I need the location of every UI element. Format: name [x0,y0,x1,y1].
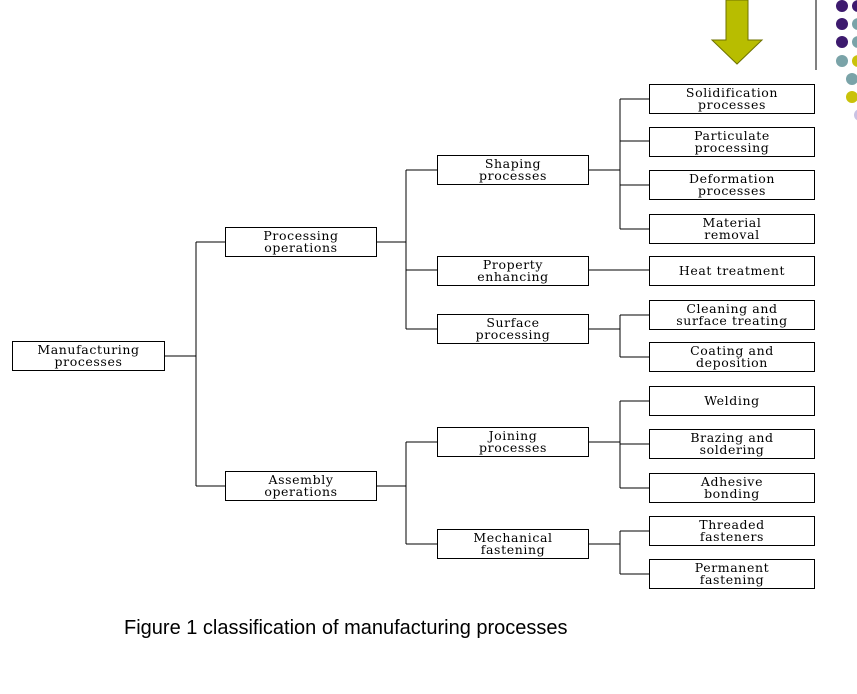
node-adhesive-bonding: Adhesive bonding [649,473,815,503]
node-permanent-fastening: Permanent fastening [649,559,815,589]
node-joining-processes: Joining processes [437,427,589,457]
node-threaded-fasteners: Threaded fasteners [649,516,815,546]
node-coating-deposition: Coating and deposition [649,342,815,372]
node-assembly-operations: Assembly operations [225,471,377,501]
node-brazing-soldering: Brazing and soldering [649,429,815,459]
node-surface-processing: Surface processing [437,314,589,344]
node-welding: Welding [649,386,815,416]
node-shaping-processes: Shaping processes [437,155,589,185]
node-heat-treatment: Heat treatment [649,256,815,286]
node-deformation-processes: Deformation processes [649,170,815,200]
node-solidification-processes: Solidification processes [649,84,815,114]
node-processing-operations: Processing operations [225,227,377,257]
node-material-removal: Material removal [649,214,815,244]
node-property-enhancing: Property enhancing [437,256,589,286]
figure-caption: Figure 1 classification of manufacturing… [124,617,568,639]
node-mechanical-fastening: Mechanical fastening [437,529,589,559]
node-particulate-processing: Particulate processing [649,127,815,157]
node-cleaning-surface-treating: Cleaning and surface treating [649,300,815,330]
node-manufacturing-processes: Manufacturing processes [12,341,165,371]
